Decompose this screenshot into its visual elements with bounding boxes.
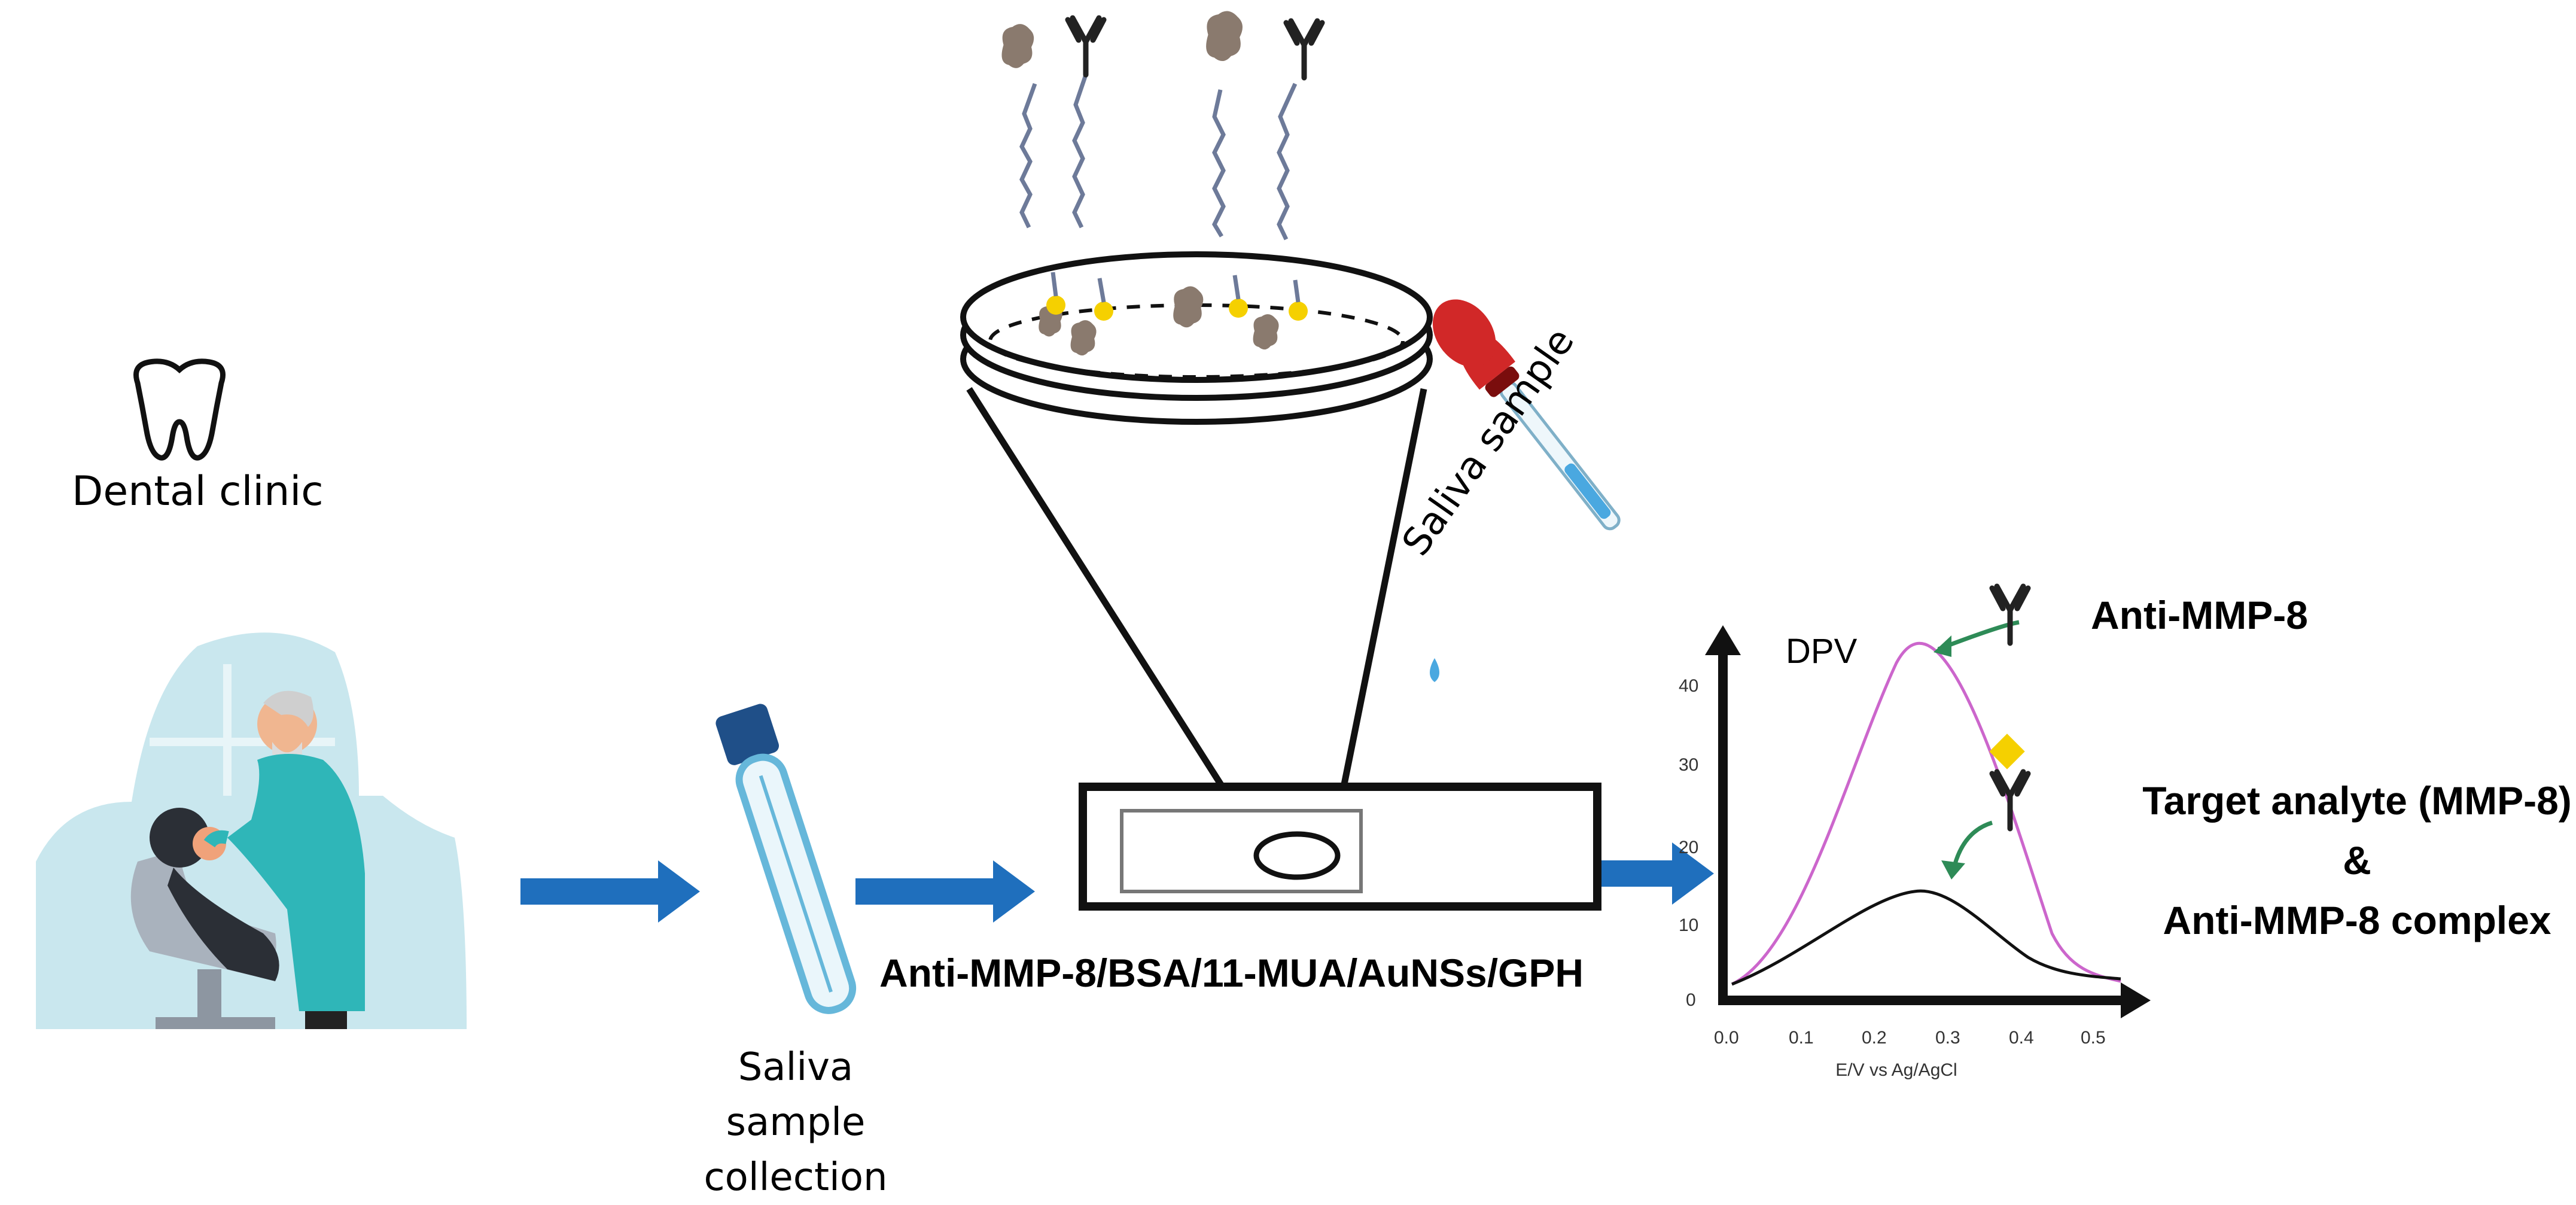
dpv-chart	[1705, 620, 2151, 1018]
flow-arrow-1	[520, 860, 700, 923]
diagram-canvas	[36, 11, 2151, 1029]
antibody-icon	[1068, 18, 1104, 75]
y-tick-20: 20	[1679, 838, 1699, 857]
y-tick-0: 0	[1686, 990, 1696, 1010]
flow-arrow-2	[855, 860, 1035, 923]
green-arrow-icon	[1937, 620, 2020, 652]
antibody-complex-icon	[1989, 734, 2028, 829]
x-tick-3: 0.3	[1935, 1028, 1960, 1048]
dental-clinic-illustration	[36, 632, 467, 1029]
anti-mmp8-curve	[1731, 642, 2121, 986]
y-tick-40: 40	[1679, 676, 1699, 696]
complex-curve	[1731, 889, 2121, 986]
x-tick-5: 0.5	[2081, 1028, 2106, 1048]
test-tube-icon	[715, 704, 857, 1014]
x-tick-0: 0.0	[1714, 1028, 1739, 1048]
target-line1: Target analyte (MMP-8)	[2142, 778, 2572, 823]
dropper-icon	[1432, 299, 1621, 531]
x-tick-2: 0.2	[1862, 1028, 1887, 1048]
anti-mmp8-label: Anti-MMP-8	[2091, 593, 2308, 637]
electrode-surface-zoom	[960, 251, 1433, 851]
antibody-chains	[1019, 74, 1298, 241]
protein-icon	[1206, 11, 1243, 62]
electrode-label: Anti-MMP-8/BSA/11-MUA/AuNSs/GPH	[879, 951, 1584, 995]
chart-title: DPV	[1786, 632, 1858, 671]
target-line2: &	[2343, 838, 2371, 883]
antibody-icon	[1992, 586, 2028, 643]
drop-icon	[1430, 658, 1439, 682]
antibody-icon	[1286, 21, 1322, 78]
y-tick-10: 10	[1679, 915, 1699, 935]
saliva-collection-line2: collection	[704, 1155, 888, 1200]
protein-icon	[1001, 24, 1034, 68]
x-tick-4: 0.4	[2009, 1028, 2034, 1048]
x-tick-1: 0.1	[1789, 1028, 1814, 1048]
electrode-strip	[1079, 783, 1601, 911]
saliva-collection-label: Saliva sample collection	[670, 1040, 921, 1205]
y-tick-30: 30	[1679, 755, 1699, 775]
x-axis-label: E/V vs Ag/AgCl	[1835, 1060, 1957, 1080]
target-analyte-label: Target analyte (MMP-8) & Anti-MMP-8 comp…	[2130, 771, 2576, 950]
saliva-collection-line1: Saliva sample	[726, 1045, 866, 1145]
target-line3: Anti-MMP-8 complex	[2163, 898, 2551, 942]
tooth-icon	[133, 358, 226, 461]
dental-clinic-label: Dental clinic	[72, 468, 324, 515]
